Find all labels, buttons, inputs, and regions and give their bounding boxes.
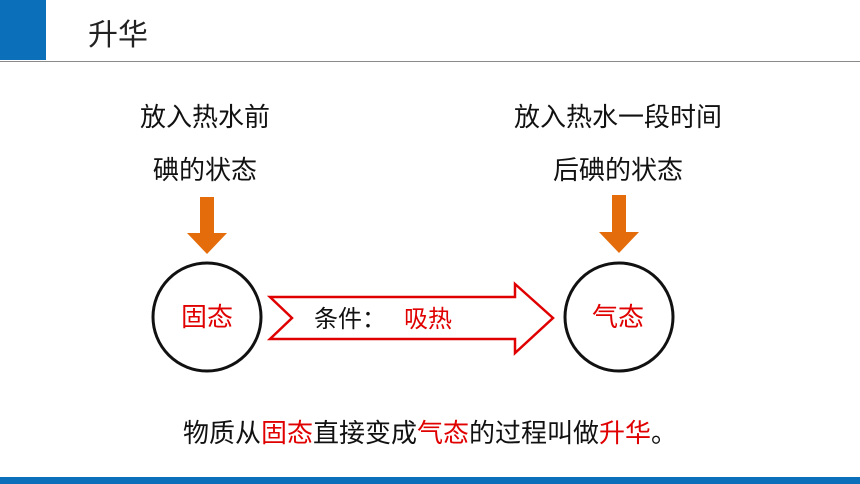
- summary-text-3: 的过程叫做: [469, 419, 600, 449]
- footer-accent-bar: [0, 477, 860, 484]
- solid-state-label: 固态: [180, 303, 233, 333]
- down-arrow-left-icon: [187, 197, 227, 254]
- caption-before-line2: 碘的状态: [152, 156, 257, 186]
- title-divider: [0, 61, 860, 62]
- summary-text-4: 。: [651, 419, 678, 449]
- condition-prefix: 条件：: [314, 305, 386, 333]
- solid-state-circle: [151, 261, 263, 373]
- title-accent-block: [0, 0, 46, 60]
- page-title: 升华: [88, 18, 148, 53]
- summary-highlight-term: 升华: [599, 419, 652, 449]
- caption-before-line1: 放入热水前: [139, 103, 270, 133]
- caption-after-line1: 放入热水一段时间: [513, 103, 722, 133]
- summary-highlight-solid: 固态: [260, 419, 313, 449]
- condition-value: 吸热: [404, 305, 452, 333]
- gas-state-circle: [563, 261, 675, 373]
- down-arrow-right-icon: [599, 195, 639, 253]
- summary-highlight-gas: 气态: [416, 419, 469, 449]
- caption-after-line2: 后碘的状态: [552, 156, 683, 186]
- gas-state-label: 气态: [591, 303, 644, 333]
- definition-sentence: 物质从固态直接变成气态的过程叫做升华。: [0, 417, 860, 451]
- transition-arrow: [266, 281, 555, 356]
- summary-text-1: 物质从: [182, 419, 261, 449]
- summary-text-2: 直接变成: [312, 419, 417, 449]
